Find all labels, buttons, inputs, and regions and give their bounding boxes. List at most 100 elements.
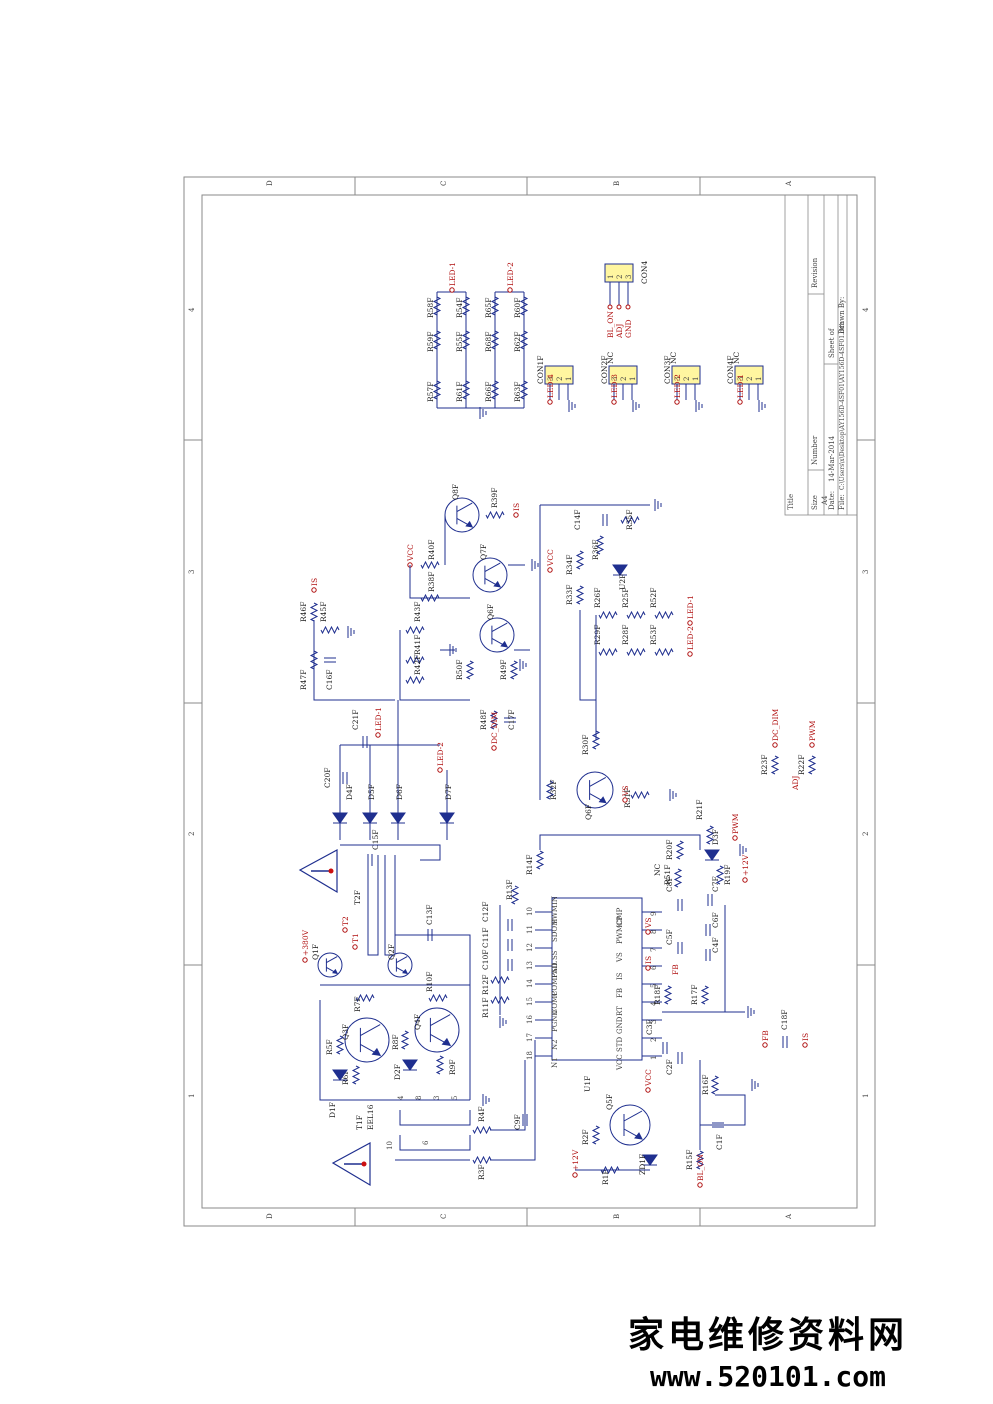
resistor-r36f: R36F: [591, 535, 605, 560]
transistor-collector: [396, 956, 408, 964]
ic-pin-number: 9: [650, 912, 658, 916]
connector-pin-number: 1: [629, 377, 637, 381]
resistor-body: [700, 985, 710, 1005]
resistor-label: R34F: [565, 555, 574, 575]
ic-pin-number: 17: [526, 1033, 534, 1042]
resistor-body: [400, 1030, 410, 1050]
ic-pin-number: 16: [526, 1015, 534, 1024]
resistor-r35f: R35F: [620, 510, 640, 530]
ground-q6-right: [669, 789, 677, 801]
capacitor-label: C2F: [665, 1059, 674, 1075]
resistor-label: R4F: [477, 1106, 486, 1122]
connector-pin-number: 1: [692, 377, 700, 381]
transistor-label: Q6F: [584, 804, 593, 820]
net-port: [342, 927, 348, 933]
resistor-label: R68F: [484, 332, 493, 352]
net-port: [742, 877, 748, 883]
net-is-1: IS: [512, 503, 521, 511]
zone-number-left-0: 4: [188, 307, 196, 312]
diode-u2f: U2F: [612, 564, 628, 590]
ic-pin-number: 3: [650, 1020, 658, 1024]
transistor-arrow: [500, 640, 509, 648]
net-vs-1: VS: [621, 785, 630, 797]
ic-pin-number: 13: [526, 961, 534, 970]
resistor-body: [519, 330, 529, 350]
c13-bus: [395, 934, 471, 1100]
transformer-t1-primary: [399, 1110, 471, 1126]
resistor-label: R54F: [455, 298, 464, 318]
net-is-2: IS: [310, 578, 319, 586]
resistor-body: [626, 647, 646, 657]
ground-con2f: [632, 400, 640, 412]
transformer-pin-number: 5: [451, 1096, 459, 1100]
r33-down: [579, 610, 596, 701]
ic-pin-name: FB: [616, 988, 624, 998]
resistor-label: R28F: [621, 625, 630, 645]
resistor-r28f: R28F: [621, 625, 646, 657]
resistor-body: [598, 647, 618, 657]
resistor-body: [435, 1055, 445, 1075]
file-value: C:\Users\x\Desktop\AY156D-4SF01\AY156D-4…: [839, 321, 846, 490]
resistor-r5f: R5F: [325, 1035, 345, 1055]
resistor-label: R61F: [455, 382, 464, 402]
transistor-body: [444, 497, 480, 533]
resistor-r17f: R17F: [690, 985, 710, 1005]
transistor-q3f: Q3F: [341, 1017, 390, 1063]
diode-body: [362, 812, 378, 824]
resistor-body: [461, 296, 471, 316]
capacitor-label: C20F: [323, 768, 332, 789]
resistor-label: R8F: [391, 1034, 400, 1050]
net-port: [645, 929, 651, 935]
transformer-t2-winding: [367, 855, 379, 956]
resistor-body: [519, 296, 529, 316]
diode-body: [402, 1059, 418, 1071]
transistor-collector: [623, 1110, 643, 1122]
net-port: [622, 797, 628, 803]
connector-port: [616, 304, 622, 310]
zone-numbers: 4 3 2 1 4 3 2 1: [188, 307, 870, 1098]
hazard-warning-icon-2: [331, 1141, 371, 1187]
resistor-r15f: R15F: [685, 1150, 705, 1170]
resistor-label: R29F: [593, 625, 602, 645]
resistor-body: [432, 330, 442, 350]
resistor-label: R9F: [448, 1059, 457, 1075]
resistor-r68f: R68F: [484, 330, 500, 352]
capacitor-label: C7F: [711, 876, 720, 892]
resistor-r12f: R12F: [481, 975, 510, 995]
resistor-body: [675, 840, 685, 860]
resistor-body: [320, 625, 340, 635]
transistor-collector: [456, 502, 473, 513]
resistor-body: [355, 993, 375, 1003]
resistor-label: R21F: [695, 800, 704, 820]
resistor-body: [490, 380, 500, 400]
zone-ticks: [184, 177, 875, 1226]
resistor-body: [575, 550, 585, 570]
capacitor-label: C16F: [325, 670, 334, 691]
resistor-r43f: R43F: [405, 602, 425, 635]
ic-pin-number: 18: [526, 1051, 534, 1060]
resistor-label: R17F: [690, 985, 699, 1005]
resistor-label: R42F: [413, 655, 422, 675]
ic-pin-name: RT: [616, 1006, 624, 1016]
connector-pin-number: 1: [607, 275, 615, 279]
ic-pin-name: STD: [616, 1037, 624, 1052]
resistor-r54f: R54F: [455, 296, 471, 318]
resistor-body: [807, 755, 817, 775]
ground-con4f: [758, 400, 766, 412]
resistor-label: R58F: [426, 298, 435, 318]
resistor-body: [405, 675, 425, 685]
diode-body: [704, 849, 720, 861]
resistor-body: [510, 885, 520, 905]
capacitor-label: C14F: [573, 510, 582, 531]
resistor-r13f: R13F: [505, 880, 520, 905]
net-port: [302, 957, 308, 963]
diode-body: [332, 812, 348, 824]
net-port: [645, 1087, 651, 1093]
connector-pin-number: 3: [611, 377, 619, 381]
ic-pin-number: 6: [650, 965, 658, 970]
net-port: [352, 944, 358, 950]
zone-letter-bottom-2: B: [613, 1214, 621, 1219]
